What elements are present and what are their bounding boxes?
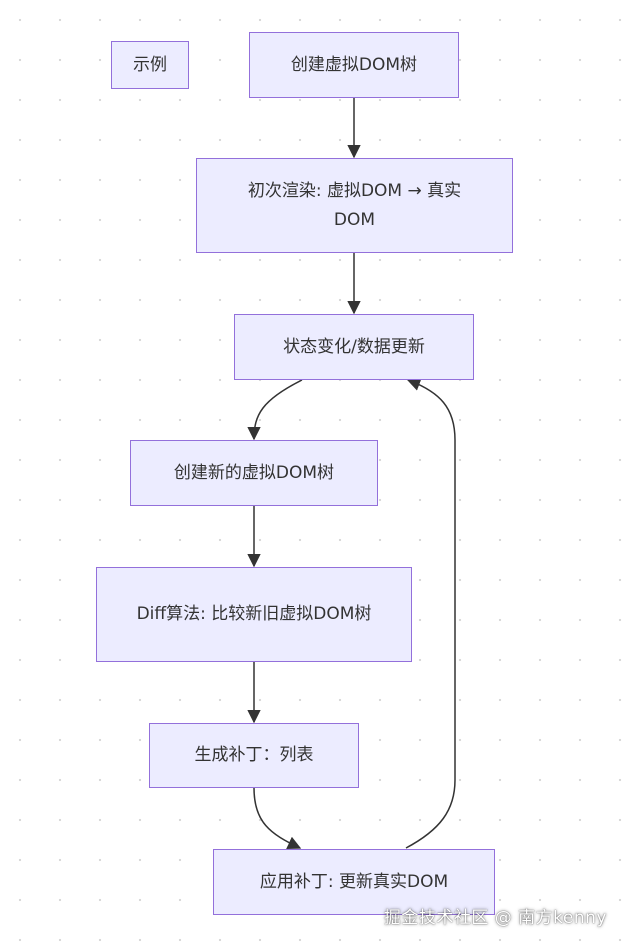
node-state-change: 状态变化/数据更新 [234, 314, 474, 380]
node-state-change-label: 状态变化/数据更新 [283, 336, 425, 357]
legend-box: 示例 [111, 41, 189, 89]
edge-patch-to-apply [253, 787, 302, 849]
node-initial-render: 初次渲染: 虚拟DOM → 真实DOM [196, 158, 513, 253]
node-create-new-vdom-label: 创建新的虚拟DOM树 [173, 462, 335, 483]
node-apply-patch: 应用补丁: 更新真实DOM [213, 849, 495, 915]
node-diff-label: Diff算法: 比较新旧虚拟DOM树 [136, 604, 372, 624]
node-diff: Diff算法: 比较新旧虚拟DOM树 [96, 567, 412, 662]
node-create-vdom: 创建虚拟DOM树 [249, 32, 459, 98]
legend-label: 示例 [133, 54, 167, 75]
edge-apply-to-state-loop [405, 377, 456, 849]
node-create-new-vdom: 创建新的虚拟DOM树 [130, 440, 378, 506]
watermark: 掘金技术社区 @ 南方kenny [383, 908, 607, 928]
node-gen-patch: 生成补丁：列表 [149, 723, 359, 788]
node-initial-render-label: 初次渲染: 虚拟DOM → 真实DOM [247, 180, 462, 230]
node-create-vdom-label: 创建虚拟DOM树 [290, 54, 418, 75]
edge-state-to-newvdom [247, 379, 303, 441]
node-apply-patch-label: 应用补丁: 更新真实DOM [259, 871, 449, 892]
node-gen-patch-label: 生成补丁：列表 [194, 745, 314, 765]
